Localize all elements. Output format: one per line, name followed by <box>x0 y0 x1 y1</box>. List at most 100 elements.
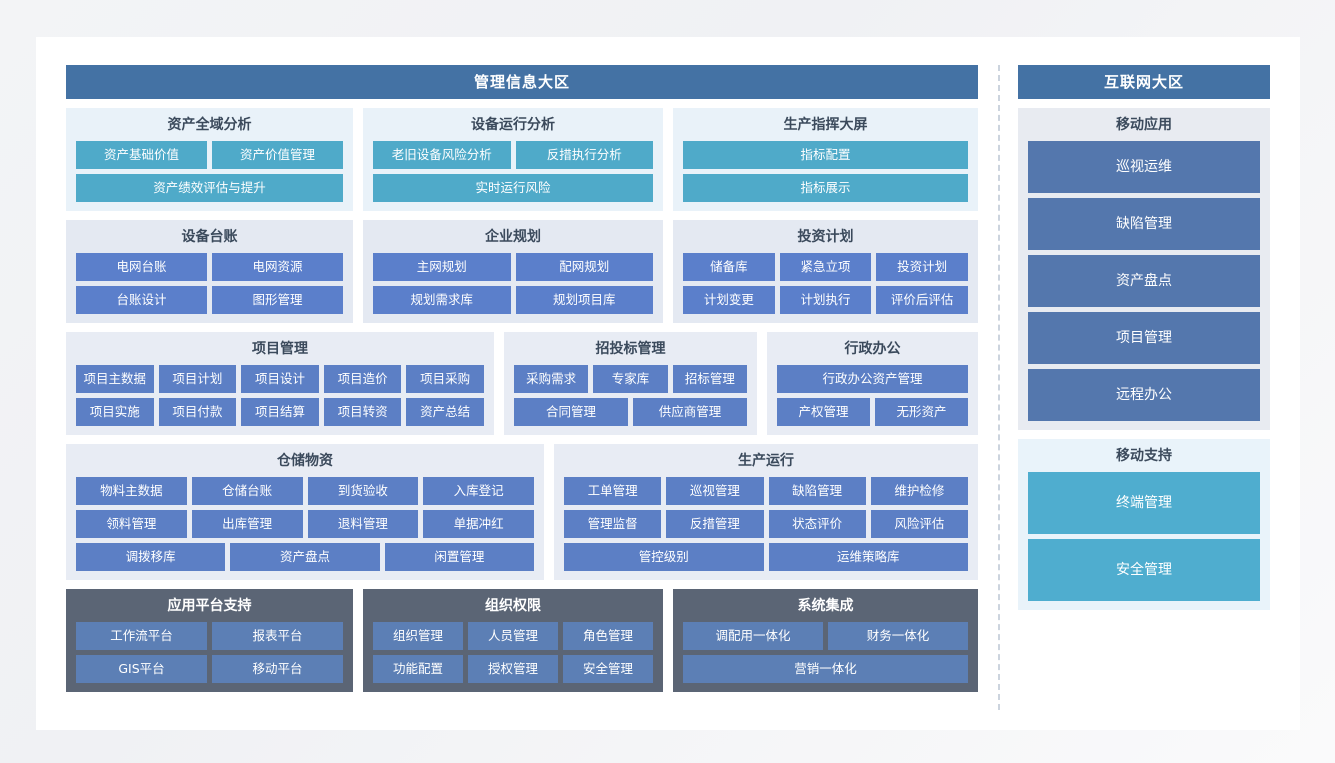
group-administrative-office: 行政办公 行政办公资产管理 产权管理 无形资产 <box>767 332 978 435</box>
tile-risk-assessment[interactable]: 风险评估 <box>870 510 968 538</box>
tile-graphic-mgmt[interactable]: 图形管理 <box>212 286 343 314</box>
tile-indicator-display[interactable]: 指标展示 <box>683 174 968 202</box>
tile-property-rights[interactable]: 产权管理 <box>777 398 870 426</box>
tile-warehouse-ledger[interactable]: 仓储台账 <box>191 477 303 505</box>
tile-post-evaluation[interactable]: 评价后评估 <box>876 286 969 314</box>
tile-asset-value-mgmt[interactable]: 资产价值管理 <box>212 141 343 169</box>
tile-distribution-plan[interactable]: 配网规划 <box>515 253 653 281</box>
tile-row: 领料管理 出库管理 退料管理 单据冲红 <box>76 510 534 538</box>
tile-admin-asset-mgmt[interactable]: 行政办公资产管理 <box>777 365 968 393</box>
tile-outbound-management[interactable]: 出库管理 <box>191 510 303 538</box>
tile-gis-platform[interactable]: GIS平台 <box>76 655 207 683</box>
architecture-board: 管理信息大区 资产全域分析 资产基础价值 资产价值管理 资产绩效评估与提升 <box>66 65 1270 710</box>
tile-security-management-mobile[interactable]: 安全管理 <box>1028 539 1260 601</box>
tile-row: 物料主数据 仓储台账 到货验收 入库登记 <box>76 477 534 505</box>
tile-countermeasure-mgmt[interactable]: 反措管理 <box>666 510 764 538</box>
tile-project-implementation[interactable]: 项目实施 <box>76 398 154 426</box>
tile-security-management[interactable]: 安全管理 <box>563 655 653 683</box>
tile-work-order-mgmt[interactable]: 工单管理 <box>564 477 662 505</box>
tile-row: 工单管理 巡视管理 缺陷管理 维护检修 <box>564 477 968 505</box>
tile-project-design[interactable]: 项目设计 <box>241 365 319 393</box>
tile-asset-base-value[interactable]: 资产基础价值 <box>76 141 207 169</box>
tile-grid-ledger[interactable]: 电网台账 <box>76 253 207 281</box>
tile-marketing-integration[interactable]: 营销一体化 <box>683 655 968 683</box>
tile-plan-project-lib[interactable]: 规划项目库 <box>515 286 653 314</box>
tile-management-supervision[interactable]: 管理监督 <box>564 510 662 538</box>
tile-defect-mgmt[interactable]: 缺陷管理 <box>768 477 866 505</box>
tile-report-platform[interactable]: 报表平台 <box>212 622 343 650</box>
tile-row: 实时运行风险 <box>373 174 653 202</box>
tile-reserve-lib[interactable]: 储备库 <box>683 253 775 281</box>
tile-row: 合同管理 供应商管理 <box>514 398 747 426</box>
tile-ledger-design[interactable]: 台账设计 <box>76 286 207 314</box>
tile-project-master-data[interactable]: 项目主数据 <box>76 365 154 393</box>
tile-project-plan[interactable]: 项目计划 <box>158 365 237 393</box>
tile-asset-summary[interactable]: 资产总结 <box>406 398 484 426</box>
tile-countermeasure-exec[interactable]: 反措执行分析 <box>515 141 653 169</box>
tile-main-grid-plan[interactable]: 主网规划 <box>373 253 511 281</box>
tile-idle-management[interactable]: 闲置管理 <box>384 543 534 571</box>
tile-document-reversal[interactable]: 单据冲红 <box>423 510 534 538</box>
tile-workflow-platform[interactable]: 工作流平台 <box>76 622 207 650</box>
tile-dispatch-integration[interactable]: 调配用一体化 <box>683 622 823 650</box>
tile-row: 工作流平台 报表平台 <box>76 622 343 650</box>
tile-personnel-management[interactable]: 人员管理 <box>468 622 558 650</box>
tile-emergency-project[interactable]: 紧急立项 <box>779 253 872 281</box>
band-project-bid-admin: 项目管理 项目主数据 项目计划 项目设计 项目造价 项目采购 项目实施 项目付款 <box>66 332 978 435</box>
tile-transfer-relocation[interactable]: 调拨移库 <box>76 543 226 571</box>
tile-indicator-config[interactable]: 指标配置 <box>683 141 968 169</box>
tile-project-capitalization[interactable]: 项目转资 <box>323 398 402 426</box>
tile-inspection-ops[interactable]: 巡视运维 <box>1028 141 1260 193</box>
tile-grid-resource[interactable]: 电网资源 <box>212 253 343 281</box>
tile-authorization-mgmt[interactable]: 授权管理 <box>468 655 558 683</box>
group-system-integration: 系统集成 调配用一体化 财务一体化 营销一体化 <box>673 589 978 692</box>
tile-row: 管理监督 反措管理 状态评价 风险评估 <box>564 510 968 538</box>
tile-function-config[interactable]: 功能配置 <box>373 655 463 683</box>
tile-old-equipment-risk[interactable]: 老旧设备风险分析 <box>373 141 511 169</box>
tile-remote-office[interactable]: 远程办公 <box>1028 369 1260 421</box>
tile-asset-inventory-mobile[interactable]: 资产盘点 <box>1028 255 1260 307</box>
tile-bid-management[interactable]: 招标管理 <box>672 365 747 393</box>
tile-project-management-mobile[interactable]: 项目管理 <box>1028 312 1260 364</box>
tile-project-cost[interactable]: 项目造价 <box>323 365 402 393</box>
tile-project-settlement[interactable]: 项目结算 <box>241 398 319 426</box>
tile-control-level[interactable]: 管控级别 <box>564 543 764 571</box>
group-warehouse-materials: 仓储物资 物料主数据 仓储台账 到货验收 入库登记 领料管理 出库管理 退料管理 <box>66 444 544 580</box>
tile-supplier-management[interactable]: 供应商管理 <box>633 398 747 426</box>
group-title: 设备台账 <box>181 229 238 245</box>
tile-project-payment[interactable]: 项目付款 <box>158 398 237 426</box>
tile-material-master-data[interactable]: 物料主数据 <box>76 477 187 505</box>
tile-org-management[interactable]: 组织管理 <box>373 622 463 650</box>
tile-contract-management[interactable]: 合同管理 <box>514 398 628 426</box>
tile-project-procurement[interactable]: 项目采购 <box>406 365 484 393</box>
tile-terminal-management[interactable]: 终端管理 <box>1028 472 1260 534</box>
tile-asset-performance[interactable]: 资产绩效评估与提升 <box>76 174 343 202</box>
tile-defect-management[interactable]: 缺陷管理 <box>1028 198 1260 250</box>
tile-row: 组织管理 人员管理 角色管理 <box>373 622 653 650</box>
tile-row: 管控级别 运维策略库 <box>564 543 968 571</box>
tile-finance-integration[interactable]: 财务一体化 <box>828 622 968 650</box>
tile-row: 巡视运维 <box>1028 141 1260 193</box>
tile-plan-demand-lib[interactable]: 规划需求库 <box>373 286 511 314</box>
tile-ops-strategy-lib[interactable]: 运维策略库 <box>768 543 968 571</box>
tile-mobile-platform[interactable]: 移动平台 <box>212 655 343 683</box>
tile-asset-inventory[interactable]: 资产盘点 <box>230 543 380 571</box>
tile-realtime-risk[interactable]: 实时运行风险 <box>373 174 653 202</box>
tile-procurement-demand[interactable]: 采购需求 <box>514 365 589 393</box>
tile-expert-lib[interactable]: 专家库 <box>593 365 668 393</box>
tile-investment-plan[interactable]: 投资计划 <box>876 253 969 281</box>
tile-goods-acceptance[interactable]: 到货验收 <box>307 477 419 505</box>
band-warehouse-production: 仓储物资 物料主数据 仓储台账 到货验收 入库登记 领料管理 出库管理 退料管理 <box>66 444 978 580</box>
tile-intangible-assets[interactable]: 无形资产 <box>875 398 968 426</box>
tile-plan-execution[interactable]: 计划执行 <box>779 286 872 314</box>
tile-role-management[interactable]: 角色管理 <box>563 622 653 650</box>
tile-maintenance-repair[interactable]: 维护检修 <box>870 477 968 505</box>
tile-row: 缺陷管理 <box>1028 198 1260 250</box>
architecture-card: 管理信息大区 资产全域分析 资产基础价值 资产价值管理 资产绩效评估与提升 <box>36 37 1300 730</box>
tile-material-return[interactable]: 退料管理 <box>307 510 419 538</box>
tile-inbound-registration[interactable]: 入库登记 <box>423 477 534 505</box>
tile-condition-assessment[interactable]: 状态评价 <box>768 510 866 538</box>
tile-plan-change[interactable]: 计划变更 <box>683 286 775 314</box>
tile-inspection-mgmt[interactable]: 巡视管理 <box>666 477 764 505</box>
tile-picking-management[interactable]: 领料管理 <box>76 510 187 538</box>
